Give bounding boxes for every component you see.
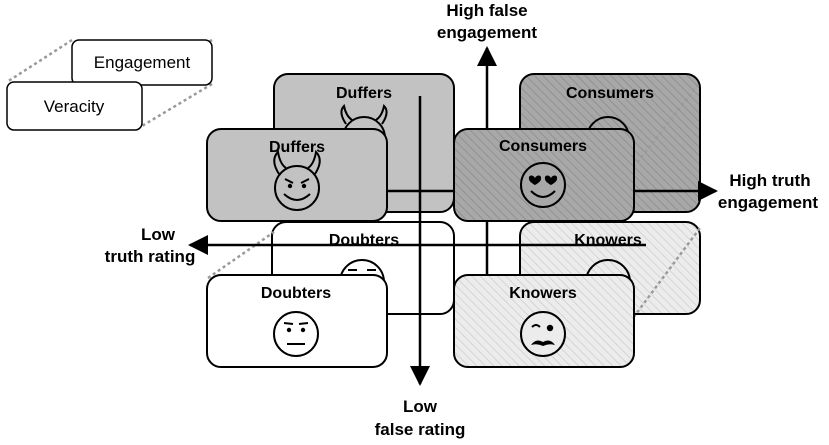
devil-smile-icon <box>273 149 321 211</box>
duffers-front-label: Duffers <box>269 139 325 156</box>
legend-engagement-box <box>71 39 213 86</box>
legend-connector <box>141 82 213 128</box>
knowers-front-label: Knowers <box>509 285 577 302</box>
duffers-back-label: Duffers <box>336 85 392 102</box>
axis-label-left-line1: Low <box>141 225 176 244</box>
axis-label-top-line1: High false <box>446 1 527 20</box>
duffers-front-card: Duffers <box>206 128 388 222</box>
legend-engagement-label: Engagement <box>94 53 191 72</box>
legend-veracity-box <box>6 81 143 131</box>
consumers-front-card: Consumers <box>453 128 635 222</box>
depth-connectors <box>207 81 702 323</box>
knowers-front-card: Knowers <box>453 274 635 368</box>
axis-label-left-line2: truth rating <box>105 247 196 266</box>
legend: Engagement Veracity <box>6 38 213 131</box>
legend-veracity-label: Veracity <box>44 97 105 116</box>
doubters-back-label: Doubters <box>329 232 399 249</box>
consumers-front-label: Consumers <box>499 138 587 155</box>
doubters-front-label: Doubters <box>261 285 331 302</box>
heart-eyes-icon <box>520 162 566 208</box>
axis-label-bottom-line2: false rating <box>375 420 466 439</box>
knowers-back-label: Knowers <box>574 232 642 249</box>
skeptical-face-icon <box>273 311 319 357</box>
legend-connector <box>6 38 73 84</box>
axis-label-bottom-line1: Low <box>403 397 438 416</box>
doubters-front-card: Doubters <box>206 274 388 368</box>
axis-label-top-line2: engagement <box>437 23 537 42</box>
consumers-back-label: Consumers <box>566 85 654 102</box>
wink-mustache-icon <box>520 311 566 357</box>
axis-label-right-line1: High truth <box>729 171 810 190</box>
axis-label-right-line2: engagement <box>718 193 818 212</box>
